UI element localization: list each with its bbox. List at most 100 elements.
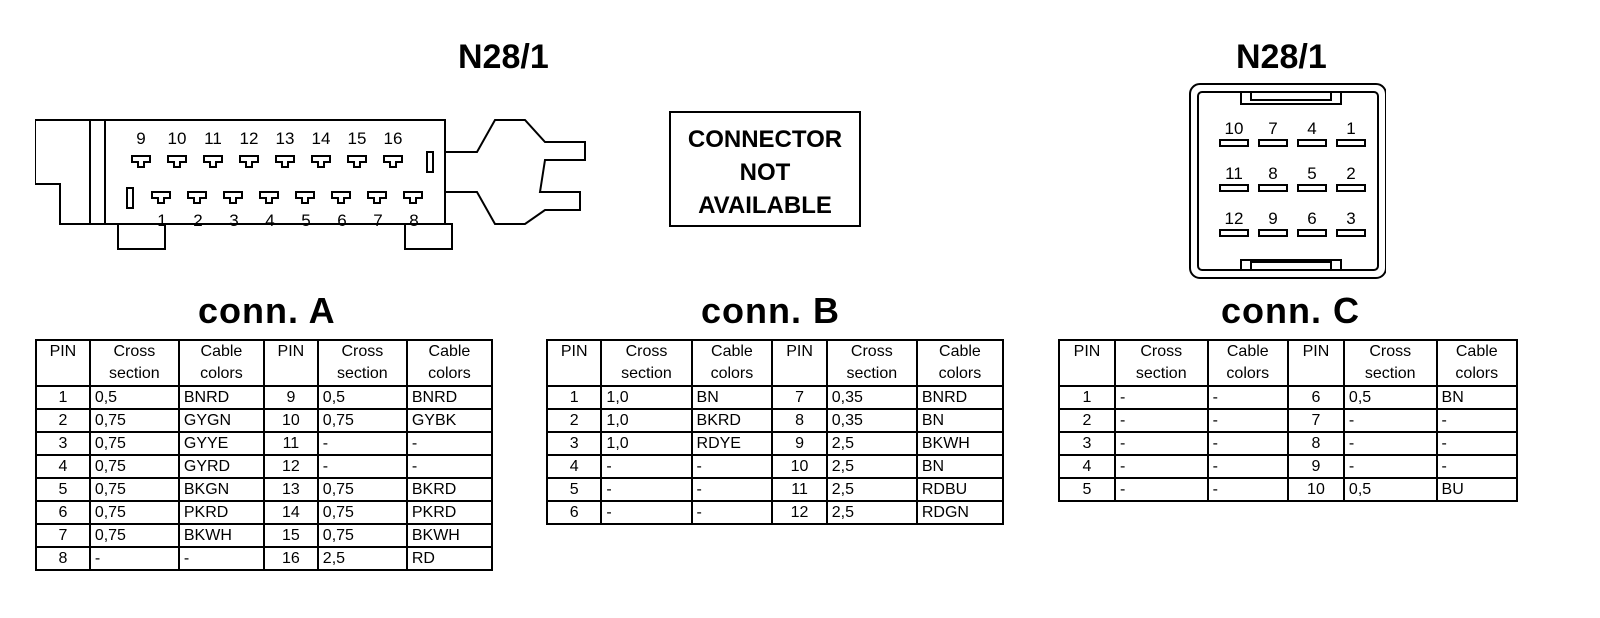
pin-label-5: 5 xyxy=(301,211,310,230)
conn-a-header-title: N28/1 xyxy=(458,38,549,76)
terminal-14 xyxy=(311,155,331,168)
table-cell: 10 xyxy=(771,454,828,479)
table-row: 3--8-- xyxy=(1058,431,1519,456)
table-cell: 11 xyxy=(771,477,828,502)
terminal-2 xyxy=(1336,184,1366,192)
pin-header: PIN xyxy=(545,339,603,387)
pin-label-5: 5 xyxy=(1307,164,1316,183)
table-cell: - xyxy=(1342,454,1438,479)
table-cell: 6 xyxy=(1286,385,1345,410)
table-cell: BKGN xyxy=(177,477,265,502)
pin-label-11: 11 xyxy=(204,129,222,148)
table-cell: 0,75 xyxy=(88,500,180,525)
conn-c-header-title: N28/1 xyxy=(1236,38,1327,76)
table-cell: 1,0 xyxy=(600,431,693,456)
terminal-16 xyxy=(383,155,403,168)
table-cell: 4 xyxy=(1058,454,1116,479)
terminal-12 xyxy=(1219,229,1249,237)
table-cell: 5 xyxy=(35,477,91,502)
table-cell: - xyxy=(316,431,408,456)
table-cell: RD xyxy=(405,546,494,571)
table-cell: 8 xyxy=(771,408,828,433)
table-cell: 9 xyxy=(262,385,319,410)
table-cell: 0,75 xyxy=(88,523,180,548)
table-cell: RDYE xyxy=(690,431,774,456)
pin-label-8: 8 xyxy=(1268,164,1277,183)
table-cell: 11 xyxy=(262,431,319,456)
table-cell: 0,75 xyxy=(316,500,408,525)
table-cell: BN xyxy=(1435,385,1519,410)
table-cell: BNRD xyxy=(405,385,494,410)
pin-label-4: 4 xyxy=(265,211,274,230)
pin-label-9: 9 xyxy=(136,129,145,148)
table-cell: 0,75 xyxy=(88,454,180,479)
terminal-13 xyxy=(275,155,295,168)
table-cell: 0,5 xyxy=(88,385,180,410)
pin-label-11: 11 xyxy=(1225,164,1243,183)
terminal-11 xyxy=(203,155,223,168)
terminal-7 xyxy=(367,191,387,204)
table-cell: - xyxy=(316,454,408,479)
pin-label-10: 10 xyxy=(1225,119,1244,138)
table-cell: 14 xyxy=(262,500,319,525)
table-cell: 4 xyxy=(35,454,91,479)
table-cell: 1 xyxy=(545,385,603,410)
table-cell: RDBU xyxy=(915,477,1005,502)
notice-line-2: NOT xyxy=(739,159,791,186)
terminal-10 xyxy=(1219,139,1249,147)
table-cell: 15 xyxy=(262,523,319,548)
table-cell: 2,5 xyxy=(316,546,408,571)
table-cell: 1 xyxy=(35,385,91,410)
table-cell: 0,75 xyxy=(316,477,408,502)
terminal-4 xyxy=(1297,139,1327,147)
terminal-1 xyxy=(1336,139,1366,147)
table-cell: 9 xyxy=(1286,454,1345,479)
table-cell: BU xyxy=(1435,477,1519,502)
pin-label-6: 6 xyxy=(1307,209,1316,228)
table-cell: - xyxy=(1342,408,1438,433)
terminal-12 xyxy=(239,155,259,168)
pin-header: PIN xyxy=(771,339,828,387)
table-cell: - xyxy=(690,500,774,525)
pin-label-15: 15 xyxy=(348,129,367,148)
table-cell: 0,75 xyxy=(88,431,180,456)
table-cell: 8 xyxy=(35,546,91,571)
table-cell: 6 xyxy=(35,500,91,525)
table-cell: 5 xyxy=(545,477,603,502)
table-cell: 7 xyxy=(1286,408,1345,433)
table-cell: BNRD xyxy=(177,385,265,410)
table-cell: - xyxy=(1113,477,1209,502)
table-cell: 0,75 xyxy=(316,523,408,548)
table-cell: 2,5 xyxy=(825,431,918,456)
table-cell: 2,5 xyxy=(825,500,918,525)
table-cell: - xyxy=(690,477,774,502)
table-cell: BKWH xyxy=(177,523,265,548)
table-cell: 2 xyxy=(1058,408,1116,433)
table-cell: 0,75 xyxy=(88,408,180,433)
table-cell: 2,5 xyxy=(825,477,918,502)
terminal-4 xyxy=(259,191,279,204)
table-row: 4--9-- xyxy=(1058,454,1519,479)
connector-not-available-notice: CONNECTOR NOT AVAILABLE xyxy=(669,111,861,227)
table-cell: - xyxy=(600,454,693,479)
table-cell: - xyxy=(405,431,494,456)
terminal-8 xyxy=(403,191,423,204)
connector-a-top-terminals xyxy=(131,155,403,168)
table-cell: 16 xyxy=(262,546,319,571)
pin-label-2: 2 xyxy=(1346,164,1355,183)
table-cell: - xyxy=(600,477,693,502)
pin-label-2: 2 xyxy=(193,211,202,230)
